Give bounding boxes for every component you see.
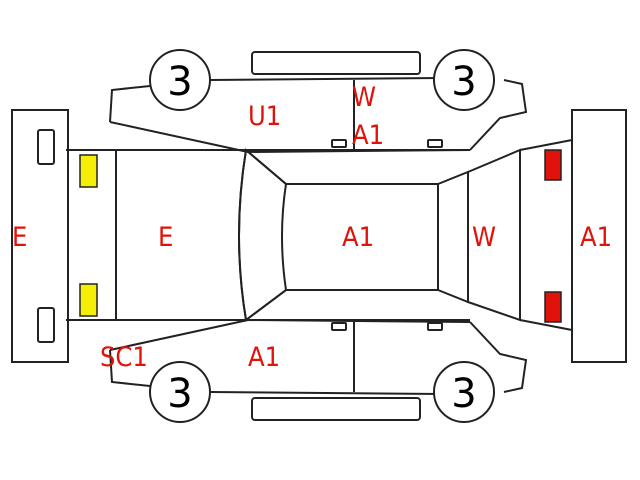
label-upper-front-pillar: U1: [248, 101, 281, 132]
wheel-rear-right: 3: [433, 361, 495, 423]
wheel-front-left-value: 3: [167, 59, 192, 105]
front-left-lamp: [79, 154, 98, 188]
wheel-front-right: 3: [433, 49, 495, 111]
rear-right-lamp: [544, 291, 562, 323]
wheel-front-left: 3: [149, 49, 211, 111]
label-front-bumper: E: [12, 222, 27, 253]
front-right-lamp: [79, 283, 98, 317]
label-rear-glass: W: [472, 222, 496, 253]
label-lower-front-door: A1: [248, 342, 280, 373]
lower-side-skirt: [251, 397, 421, 421]
rear-bumper-panel: [571, 109, 627, 363]
car-top-view: [66, 139, 573, 331]
wheel-rear-right-value: 3: [451, 371, 476, 417]
upper-side-skirt: [251, 51, 421, 75]
label-lower-front-fender: SC1: [100, 342, 148, 373]
label-upper-rear-door-1: W: [352, 82, 376, 113]
label-hood: E: [158, 222, 173, 253]
front-bumper-panel: [11, 109, 69, 363]
wheel-rear-left: 3: [149, 361, 211, 423]
label-rear-bumper: A1: [580, 222, 612, 253]
label-roof: A1: [342, 222, 374, 253]
wheel-rear-left-value: 3: [167, 371, 192, 417]
label-upper-rear-door-2: A1: [352, 120, 384, 151]
wheel-front-right-value: 3: [451, 59, 476, 105]
rear-left-lamp: [544, 149, 562, 181]
